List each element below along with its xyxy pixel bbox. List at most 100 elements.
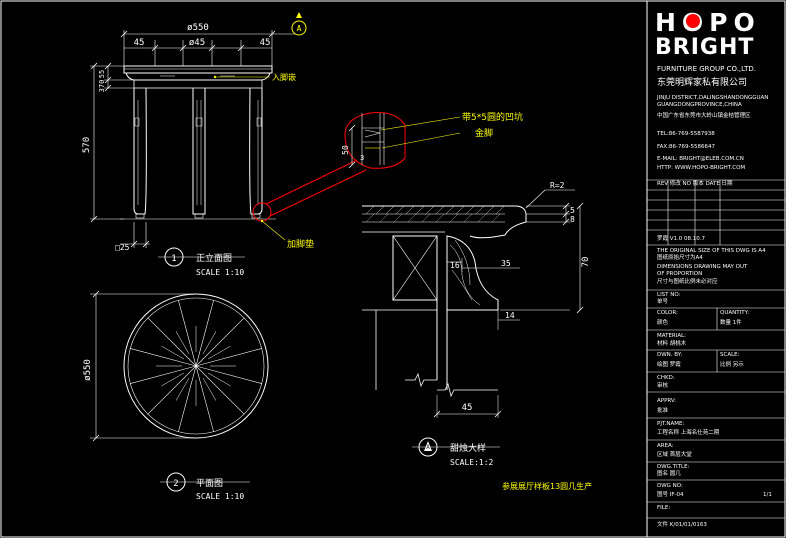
dim-w-16: 16 [450,261,460,270]
section-detail-view: R=2 5 8 70 16 35 14 45 [362,181,591,467]
plan-spoke [195,365,245,415]
plan-grain-mark [175,331,190,355]
quantity-label: QUANTITY: [720,310,750,316]
dim-h-70: 70 [581,257,591,268]
view-title-detail: 甜烛大样 [450,442,486,454]
list-label: LIST NO: [657,292,681,298]
website: HTTP: WWW.HOPO-BRIGHT.COM [657,165,746,171]
size-note-en-1: THE ORIGINAL SIZE OF THIS DWG IS A4 [657,248,766,254]
production-note: 参展展厅样板13圆几生产 [502,481,592,491]
area-label: AREA: [657,443,674,449]
dim-h-5: 5 [570,206,575,215]
size-note-cn-1: 图纸原始尺寸为A4 [657,255,703,261]
sheet-number: 1/1 [763,492,772,498]
plan-spoke [130,365,197,384]
callout-foot-pad: 加脚垫 [287,238,314,250]
project-label: PJT.NAME: [657,421,685,427]
material-value: 材料 胡桃木 [657,341,687,347]
view-scale-detail: SCALE:1:2 [450,458,494,467]
file-label: FILE: [657,505,671,511]
size-note-en-2: DIMENSIONS DRAWING MAY OUT [657,264,748,270]
plan-spokes [130,300,262,432]
plan-grain-mark [202,377,217,401]
revision-header: REV 修改 NO 版本 DATE 日期 [657,181,733,187]
area-value: 区域 首层大堂 [657,452,692,458]
approved-value: 批准 [657,408,669,414]
view-number-detail: A [426,444,430,451]
project-value: 工程名称 上海名仕苑二期 [657,430,720,436]
plan-grain-mark [202,331,217,355]
logo: HOPO BRIGHT [655,10,780,60]
dwg-no-value: 图号 IF-04 [657,492,684,498]
plan-spoke [195,365,262,384]
size-note-en-3: OF PROPORTION [657,271,703,277]
dwg-no-label: DWG NO: [657,483,683,489]
dim-w-14: 14 [505,311,515,320]
plan-spoke [147,317,197,367]
dim-h-8: 8 [570,215,575,224]
plan-spoke [195,317,245,367]
dim-w-35: 35 [501,259,511,268]
plan-spoke [178,300,197,367]
drawn-by-label: DWN. BY: [657,352,683,358]
logo-bottom: BRIGHT [655,35,755,60]
section-marker-label: A [297,24,302,33]
dim-seg-mid: ø45 [189,38,205,48]
company-group: FURNITURE GROUP CO.,LTD. [657,65,756,73]
dwg-title-value: 图名 圆几 [657,471,681,477]
dim-w-45: 45 [462,403,473,413]
plan-spoke [178,365,197,432]
callout-dim-50: 50 [341,145,350,155]
plan-spoke [147,365,197,415]
dim-radius: R=2 [550,181,565,190]
size-note-cn-2: 尺寸与图纸比例未必对应 [657,279,718,285]
dwg-title-label: DWG.TITLE: [657,464,690,470]
front-elevation-view: ø550 45 ø45 45 A [82,12,367,277]
drawn-by-value: 绘图 罗霞 [657,362,681,368]
approved-label: APPRV: [657,398,677,404]
view-number-front: 1 [171,254,176,264]
material-label: MATERIAL: [657,333,687,339]
scale-value: 比例 另示 [720,362,744,368]
plan-grain-mark [161,345,185,360]
plan-grain-mark [175,377,190,401]
callout-dim-3: 3 [360,154,364,162]
dim-leg-width: □25 [115,243,130,252]
quantity-value: 数量 1件 [720,320,742,326]
logo-dot-icon [686,14,700,28]
company-name-cn: 东莞明辉家私有限公司 [657,78,748,88]
address-en-1: JINJU DISTRICT,DALINGSHANDONGGUAN [657,95,769,101]
callout-groove: 带5*5圆的凹坑 [462,111,523,123]
revision-row: 罗霞 V1.0 08.10.7 [657,236,705,242]
color-label: COLOR: [657,310,678,316]
view-number-plan: 2 [173,479,178,489]
dim-plan-diameter: ø550 [83,359,93,381]
list-value: 单号 [657,299,669,305]
title-block-grid [647,179,785,519]
plan-inner-circle [127,297,265,435]
plan-spoke [130,348,197,367]
plan-view: ø550 2 平面图 SCALE 1:10 [83,290,269,501]
plan-grain-mark [207,372,231,387]
view-scale-front: SCALE 1:10 [196,268,244,277]
plan-grain-mark [161,372,185,387]
checked-label: CHKD: [657,375,675,381]
dim-h-top: 55 [98,70,106,78]
view-title-front: 正立面图 [196,252,232,264]
section-marker-circle [291,20,307,36]
plan-spoke [195,300,214,367]
dim-seg-left: 45 [134,38,145,48]
dim-h-total: 570 [82,137,92,153]
callout-gold-foot: 金脚 [475,127,493,139]
plan-spoke [195,365,214,432]
fax: FAX:86-769-5586647 [657,144,716,150]
color-value: 颜色 [657,320,669,326]
address-en-2: GUANGDONGPROVINCE,CHINA [657,102,742,108]
callout-detail-view: 50 3 带5*5圆的凹坑 金脚 [341,111,523,169]
logo-top: HOPO [655,8,761,37]
callout-inlay: 入脚嵌 [272,72,296,82]
checked-value: 审核 [657,383,669,389]
dim-h-apron: 370 [98,80,106,93]
